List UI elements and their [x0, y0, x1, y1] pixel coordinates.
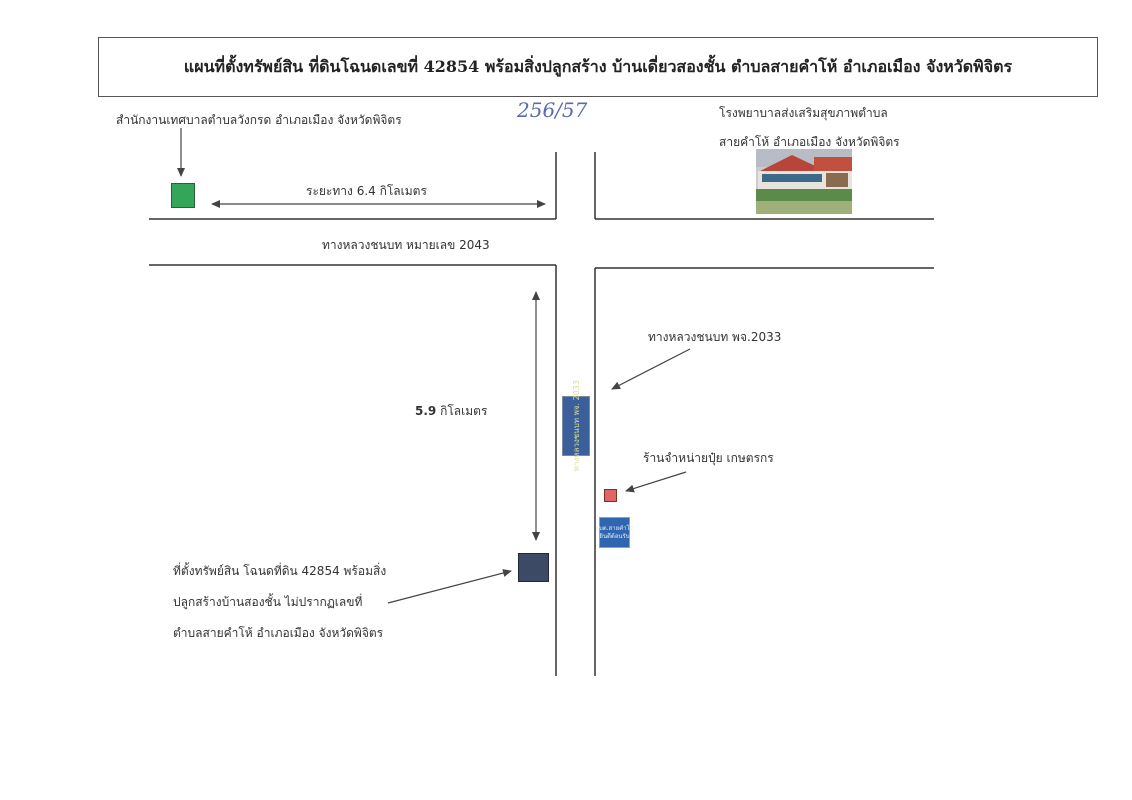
road-2033-pointer-arrow	[611, 348, 691, 390]
vertical-distance-label: 5.9 กิโลเมตร	[415, 402, 487, 421]
road-2033-sign: ทางหลวงชนบท พจ. 2033	[562, 380, 590, 472]
vertical-distance-number: 5.9	[415, 404, 437, 418]
map-title-box: แผนที่ตั้งทรัพย์สิน ที่ดินโฉนดเลขที่ 428…	[98, 37, 1098, 97]
shop-pointer-arrow	[625, 471, 687, 493]
property-pointer-arrow	[387, 569, 512, 604]
horizontal-distance-label: ระยะทาง 6.4 กิโลเมตร	[306, 184, 427, 198]
property-label-line3: ตำบลสายคำโห้ อำเภอเมือง จังหวัดพิจิตร	[173, 626, 384, 640]
welcome-sign-line2: ยินดีต้อนรับ	[599, 532, 630, 540]
road-2033-sign-text: ทางหลวงชนบท พจ. 2033	[571, 380, 581, 472]
property-marker	[518, 553, 549, 582]
hospital-label-line2: สายคำโห้ อำเภอเมือง จังหวัดพิจิตร	[719, 135, 900, 149]
welcome-sign-line1: อบต.สายคำโห้	[595, 524, 634, 532]
fertilizer-shop-marker	[604, 489, 617, 502]
property-label-line1: ที่ตั้งทรัพย์สิน โฉนดที่ดิน 42854 พร้อมส…	[173, 564, 387, 578]
road-2043-label: ทางหลวงชนบท หมายเลข 2043	[322, 238, 490, 252]
welcome-sign: อบต.สายคำโห้ ยินดีต้อนรับ	[595, 517, 634, 548]
municipal-office-marker	[171, 183, 195, 208]
map-title: แผนที่ตั้งทรัพย์สิน ที่ดินโฉนดเลขที่ 428…	[183, 56, 1013, 76]
vertical-distance-unit: กิโลเมตร	[436, 404, 488, 418]
municipal-office-label: สำนักงานเทศบาลตำบลวังกรด อำเภอเมือง จังห…	[116, 113, 402, 127]
hospital-label-line1: โรงพยาบาลส่งเสริมสุขภาพตำบล	[719, 106, 888, 120]
road-2033-label: ทางหลวงชนบท พจ.2033	[648, 330, 782, 344]
fertilizer-shop-label: ร้านจำหน่ายปุ๋ย เกษตรกร	[643, 451, 774, 465]
handwritten-note: 256/57	[517, 98, 588, 122]
property-label-line2: ปลูกสร้างบ้านสองชั้น ไม่ปรากฏเลขที่	[173, 595, 363, 609]
hospital-photo	[756, 149, 852, 214]
